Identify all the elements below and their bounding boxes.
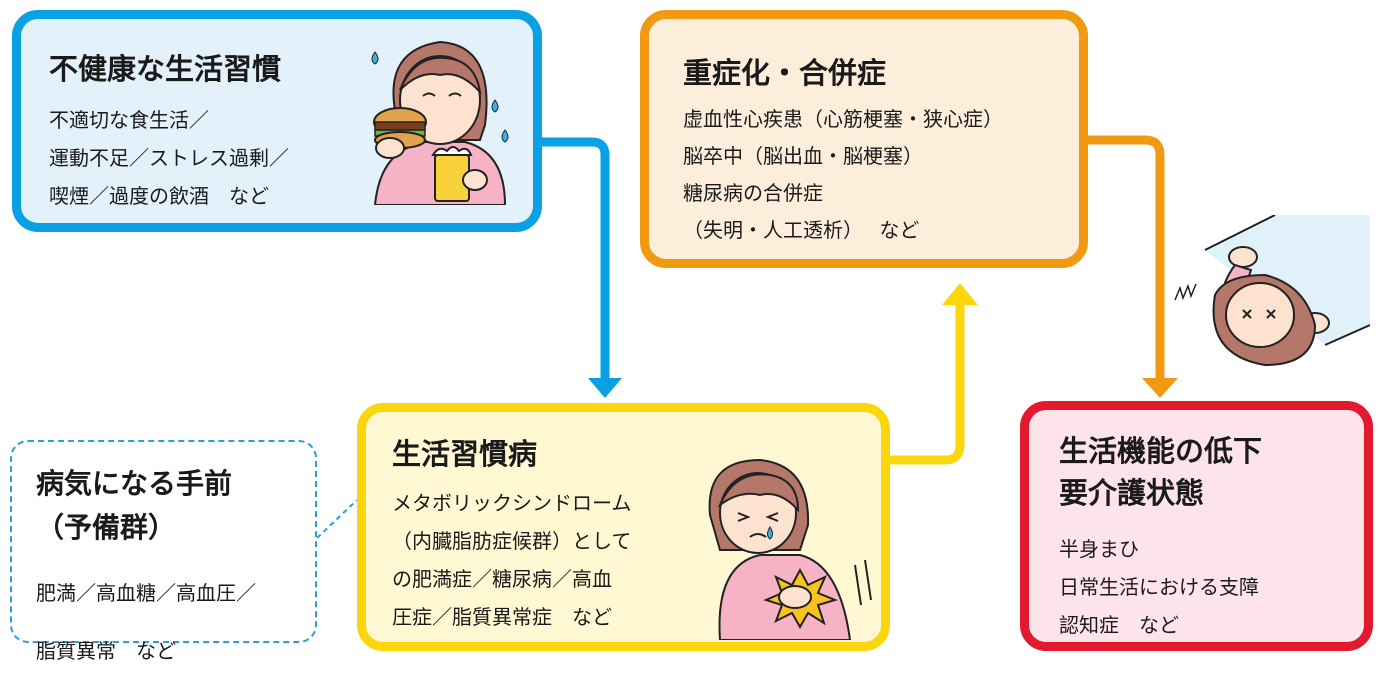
decline-title-line: 要介護状態: [1059, 476, 1205, 510]
prestage-line: 脂質異常 など: [36, 639, 176, 663]
prestage-text: 肥満／高血糖／高血圧／ 脂質異常 など: [36, 554, 256, 690]
woman-chest-pain-icon: [708, 458, 872, 640]
complication-text: 虚血性心疾患（心筋梗塞・狭心症） 脳卒中（脳出血・脳梗塞） 糖尿病の合併症 （失…: [683, 101, 1003, 249]
lifestyle-line: 喫煙／過度の飲酒 など: [49, 184, 269, 208]
complication-line: （失明・人工透析） など: [683, 218, 920, 242]
woman-collapsed-icon: [1174, 215, 1370, 367]
arrow-head-blue: [588, 378, 622, 398]
flow-arrows: [316, 135, 1178, 539]
decline-text: 半身まひ 日常生活における支障 認知症 など: [1059, 530, 1259, 644]
decline-line: 半身まひ: [1059, 537, 1139, 561]
complication-title: 重症化・合併症: [683, 56, 887, 90]
prestage-title: 病気になる手前 （予備群）: [36, 462, 232, 550]
decline-line: 認知症 など: [1059, 613, 1179, 637]
woman-eating-burger-icon: [371, 40, 509, 205]
decline-title: 生活機能の低下 要介護状態: [1059, 430, 1359, 514]
lifestyle-text: 不適切な食生活／ 運動不足／ストレス過剰／ 喫煙／過度の飲酒 など: [49, 101, 289, 215]
disease-line: （内臓脂肪症候群）として: [392, 529, 632, 553]
dashed-connector: [316, 499, 358, 539]
decline-box: 生活機能の低下 要介護状態 半身まひ 日常生活における支障 認知症 など: [1020, 401, 1373, 651]
decline-line: 日常生活における支障: [1059, 575, 1259, 599]
prestage-line: 肥満／高血糖／高血圧／: [36, 581, 256, 605]
disease-text: メタボリックシンドローム （内臓脂肪症候群）として の肥満症／糖尿病／高血 圧症…: [392, 484, 692, 636]
disease-title: 生活習慣病: [392, 437, 538, 471]
arrow-lifestyle-to-disease: [542, 137, 610, 378]
arrow-head-orange: [1142, 378, 1178, 398]
lifestyle-line: 不適切な食生活／: [49, 108, 209, 132]
prestage-title-line: （予備群）: [36, 511, 177, 544]
arrow-head-yellow: [942, 283, 978, 305]
complication-line: 糖尿病の合併症: [683, 181, 823, 205]
prestage-title-line: 病気になる手前: [36, 467, 233, 500]
disease-line: の肥満症／糖尿病／高血: [392, 567, 612, 591]
disease-line: メタボリックシンドローム: [392, 491, 632, 515]
complication-line: 虚血性心疾患（心筋梗塞・狭心症）: [683, 107, 1003, 131]
complication-box: 重症化・合併症 虚血性心疾患（心筋梗塞・狭心症） 脳卒中（脳出血・脳梗塞） 糖尿…: [640, 10, 1088, 268]
lifestyle-title: 不健康な生活習慣: [49, 52, 282, 86]
prestage-box: 病気になる手前 （予備群） 肥満／高血糖／高血圧／ 脂質異常 など: [10, 440, 317, 663]
complication-line: 脳卒中（脳出血・脳梗塞）: [683, 144, 923, 168]
arrow-disease-to-complication: [890, 305, 965, 465]
decline-title-line: 生活機能の低下: [1059, 434, 1263, 468]
lifestyle-line: 運動不足／ストレス過剰／: [49, 146, 289, 170]
arrow-complication-to-decline: [1088, 135, 1165, 378]
disease-line: 圧症／脂質異常症 など: [392, 605, 612, 629]
